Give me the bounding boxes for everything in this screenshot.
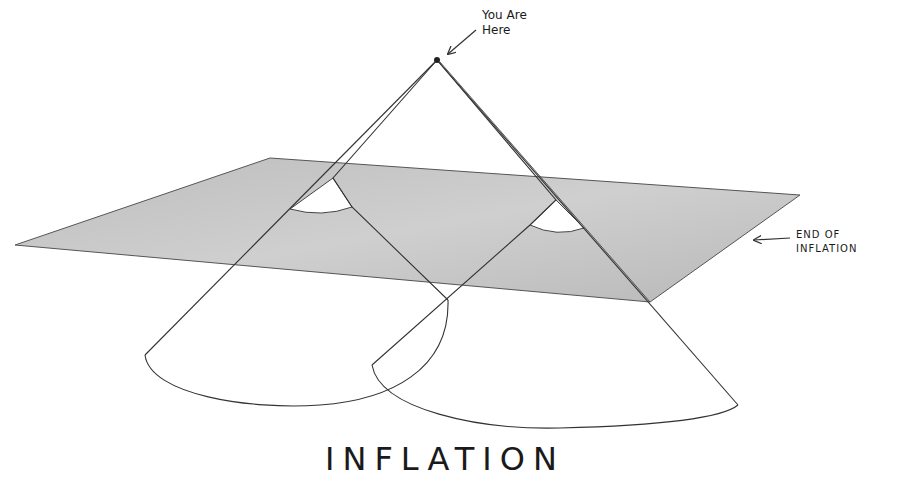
- cone-base: [372, 365, 738, 428]
- observer-point: [434, 57, 440, 63]
- leader-arrow: [448, 30, 476, 54]
- cone-edge: [145, 60, 437, 355]
- end-of-inflation-plane: [15, 158, 800, 302]
- cone-cross-section: [290, 178, 352, 213]
- cone-cross-section: [530, 200, 584, 232]
- leader-arrow: [754, 238, 790, 240]
- light-cones: [145, 60, 738, 428]
- caption: INFLATION: [325, 440, 565, 478]
- cone-base: [145, 300, 448, 406]
- location-note: You Are Here: [482, 8, 544, 38]
- cone-edge: [440, 62, 650, 302]
- plane-label: END OF INFLATION: [796, 228, 892, 256]
- cone-edge: [333, 60, 448, 300]
- cone-edge: [372, 60, 556, 365]
- cone-edge: [437, 60, 738, 405]
